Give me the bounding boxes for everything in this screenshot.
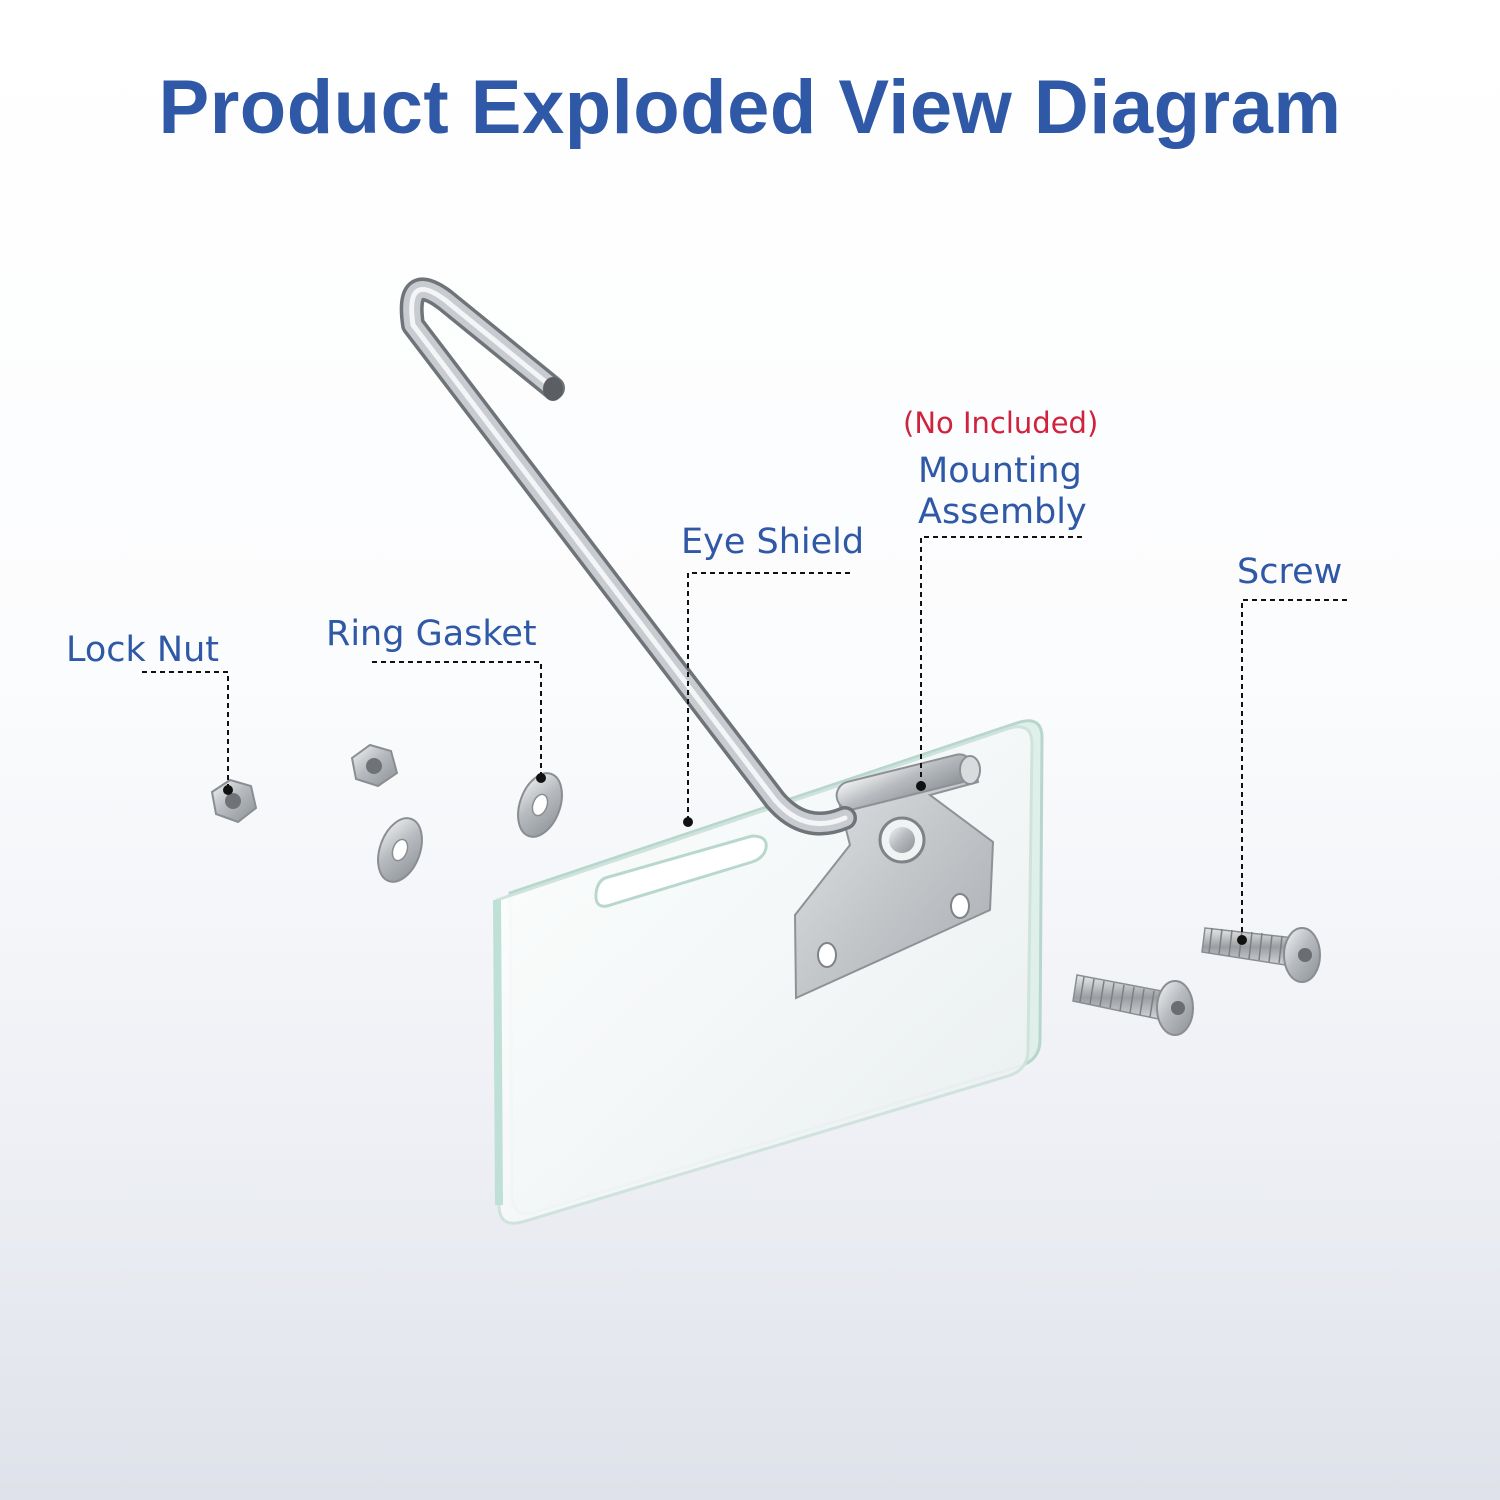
leader-screw [1241,599,1347,938]
lock-nut-1 [210,778,258,824]
ring-gasket-2 [517,772,563,838]
leader-mounting-assembly [920,536,1082,786]
lock-nut-2 [350,743,399,788]
ring-gasket-1 [377,817,423,883]
label-screw: Screw [1237,552,1343,592]
label-mounting-note: (No Included) [903,406,1099,440]
label-mounting-line2: Assembly [918,492,1087,532]
leader-eye-shield [687,572,850,820]
label-eye-shield: Eye Shield [681,522,865,562]
page-title: Product Exploded View Diagram [158,65,1342,150]
label-mounting-line1: Mounting [918,451,1082,491]
screw-1 [1201,927,1321,983]
label-lock-nut: Lock Nut [66,630,220,670]
hook-rod [399,277,857,836]
leader-ring-gasket [372,661,542,778]
screw-2 [1072,974,1194,1036]
label-ring-gasket: Ring Gasket [326,614,537,654]
leader-lock-nut [142,671,229,790]
